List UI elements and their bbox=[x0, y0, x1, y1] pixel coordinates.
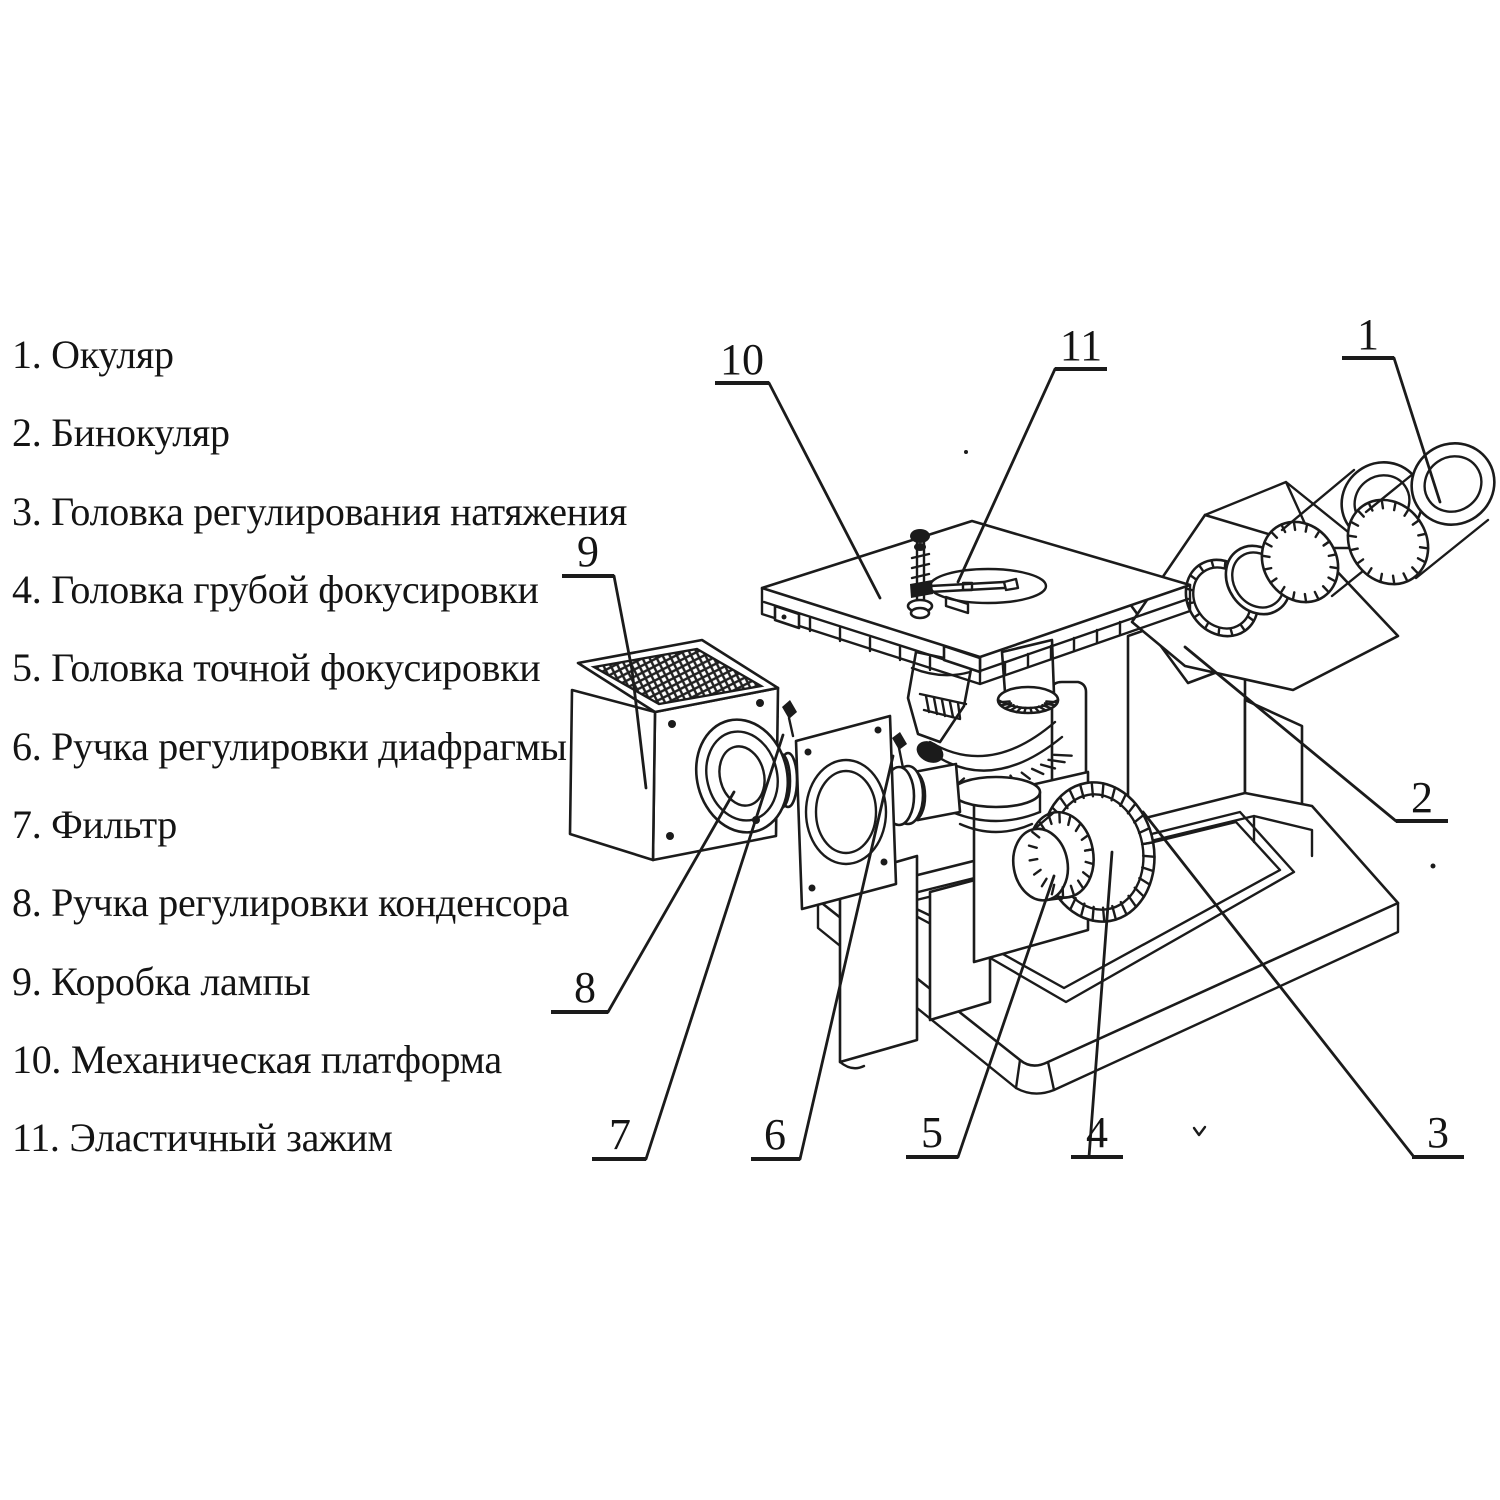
legend-label: Головка грубой фокусировки bbox=[51, 567, 539, 612]
legend-item-2: 2. Бинокуляр bbox=[12, 407, 230, 459]
callout-number: 6 bbox=[764, 1110, 786, 1159]
legend-label: Головка регулирования натяжения bbox=[51, 489, 627, 534]
lamp-flange bbox=[694, 718, 790, 834]
diaphragm-lever bbox=[897, 746, 905, 770]
callout-number: 8 bbox=[574, 963, 596, 1012]
legend-item-4: 4. Головка грубой фокусировки bbox=[12, 564, 539, 616]
substage-optics bbox=[901, 638, 1073, 834]
callout-11: 11 bbox=[956, 321, 1107, 584]
fine-focus-knob bbox=[1011, 810, 1095, 902]
legend-label: Ручка регулировки конденсора bbox=[51, 880, 569, 925]
callout-number: 9 bbox=[577, 527, 599, 576]
callout-number: 11 bbox=[1060, 321, 1102, 370]
legend-item-1: 1. Окуляр bbox=[12, 329, 174, 381]
legend-label: Бинокуляр bbox=[51, 410, 230, 455]
callout-1: 1 bbox=[1342, 310, 1442, 504]
legend-item-9: 9. Коробка лампы bbox=[12, 956, 310, 1008]
legend-number: 5. bbox=[12, 645, 42, 690]
specimen-clip bbox=[906, 529, 1020, 620]
legend-number: 9. bbox=[12, 959, 42, 1004]
callout-number: 7 bbox=[609, 1110, 631, 1159]
legend-number: 1. bbox=[12, 332, 42, 377]
callout-7: 7 bbox=[592, 733, 785, 1161]
legend-number: 4. bbox=[12, 567, 42, 612]
legend-item-3: 3. Головка регулирования натяжения bbox=[12, 486, 627, 538]
legend-label: Головка точной фокусировки bbox=[51, 645, 541, 690]
legend-number: 6. bbox=[12, 724, 42, 769]
callout-10: 10 bbox=[715, 335, 882, 600]
lamp-box bbox=[568, 638, 790, 862]
illumination-train bbox=[568, 638, 925, 911]
callout-number: 2 bbox=[1411, 773, 1433, 822]
legend-item-10: 10. Механическая платформа bbox=[12, 1034, 502, 1086]
legend-number: 10. bbox=[12, 1037, 62, 1082]
eyepiece-tube-right bbox=[1346, 442, 1496, 586]
legend-label: Эластичный зажим bbox=[69, 1115, 393, 1160]
legend-number: 2. bbox=[12, 410, 42, 455]
nosepiece-ring bbox=[996, 685, 1060, 715]
callout-6: 6 bbox=[751, 754, 895, 1161]
callout-number: 3 bbox=[1427, 1108, 1449, 1157]
binocular-head bbox=[1125, 442, 1496, 692]
legend-label: Ручка регулировки диафрагмы bbox=[51, 724, 567, 769]
legend-number: 7. bbox=[12, 802, 42, 847]
legend-number: 8. bbox=[12, 880, 42, 925]
filter-plate bbox=[794, 714, 898, 911]
objective-lens bbox=[906, 650, 974, 763]
mechanical-stage bbox=[760, 519, 1192, 686]
stage-rail-tab bbox=[773, 604, 801, 630]
legend-item-7: 7. Фильтр bbox=[12, 799, 177, 851]
callout-number: 5 bbox=[921, 1108, 943, 1157]
callout-8: 8 bbox=[551, 790, 736, 1014]
callout-number: 10 bbox=[720, 335, 764, 384]
callouts: 1 2 3 4 5 bbox=[551, 310, 1464, 1161]
legend-label: Механическая платформа bbox=[70, 1037, 502, 1082]
callout-3: 3 bbox=[1141, 810, 1464, 1159]
callout-5: 5 bbox=[906, 874, 1056, 1159]
legend-number: 3. bbox=[12, 489, 42, 534]
legend-number: 11. bbox=[12, 1115, 60, 1160]
focus-knobs bbox=[1011, 781, 1156, 923]
callout-number: 4 bbox=[1086, 1108, 1108, 1157]
legend-item-8: 8. Ручка регулировки конденсора bbox=[12, 877, 569, 929]
callout-number: 1 bbox=[1357, 310, 1379, 359]
legend-label: Коробка лампы bbox=[51, 959, 311, 1004]
callout-2: 2 bbox=[1183, 645, 1448, 823]
legend-item-11: 11. Эластичный зажим bbox=[12, 1112, 393, 1164]
legend-label: Фильтр bbox=[51, 802, 177, 847]
scan-artifacts bbox=[964, 450, 1436, 1137]
legend-item-6: 6. Ручка регулировки диафрагмы bbox=[12, 721, 567, 773]
legend-label: Окуляр bbox=[51, 332, 174, 377]
legend-item-5: 5. Головка точной фокусировки bbox=[12, 642, 541, 694]
callout-9: 9 bbox=[562, 527, 648, 790]
callout-4: 4 bbox=[1071, 850, 1123, 1159]
